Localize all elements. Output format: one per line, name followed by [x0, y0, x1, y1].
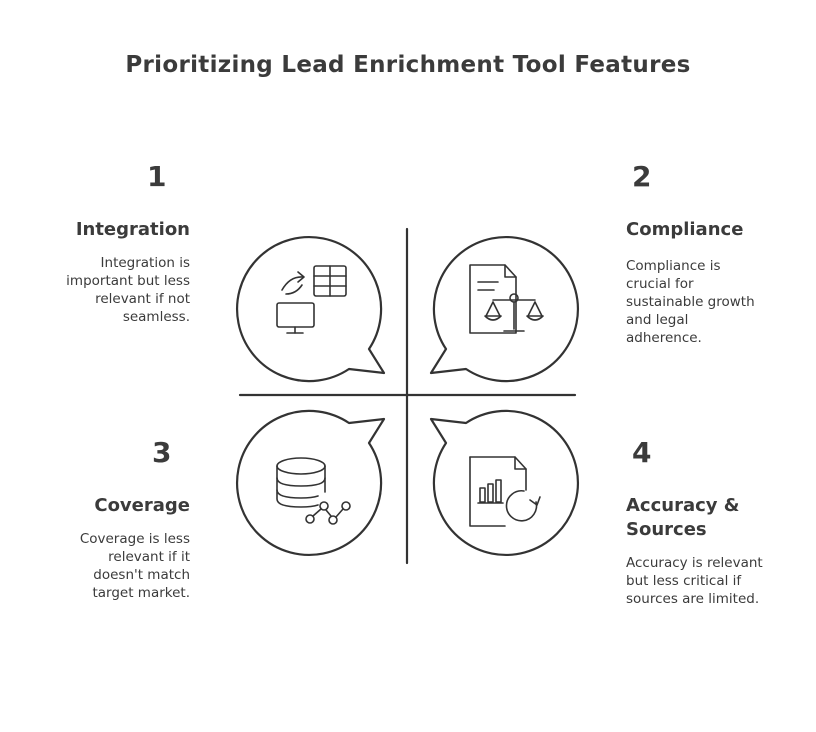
quadrant-2-heading: Compliance	[626, 219, 744, 240]
quadrant-1-number: 1	[147, 160, 167, 193]
quadrant-2-description: Compliance is crucial for sustainable gr…	[626, 258, 755, 346]
quadrant-3-description: Coverage is less relevant if it doesn't …	[79, 531, 190, 601]
quadrant-3-heading: Coverage	[94, 495, 190, 516]
quadrant-4-description: Accuracy is relevant but less critical i…	[626, 555, 763, 607]
speech-bubble-1	[235, 235, 386, 383]
page-title: Prioritizing Lead Enrichment Tool Featur…	[125, 52, 691, 78]
database-network-icon	[276, 457, 351, 525]
document-scales-icon	[469, 264, 544, 334]
quadrant-4-heading: Accuracy & Sources	[626, 495, 740, 540]
quadrant-3-number: 3	[152, 436, 172, 469]
sync-table-monitor-icon	[276, 265, 347, 334]
speech-bubble-4	[429, 409, 580, 557]
quadrant-4-number: 4	[632, 436, 652, 469]
quadrant-1-heading: Integration	[75, 219, 190, 240]
quadrant-1-description: Integration is important but less releva…	[66, 255, 190, 325]
report-refresh-icon	[469, 456, 541, 527]
speech-bubble-2	[429, 235, 580, 383]
quadrant-2-number: 2	[632, 160, 652, 193]
speech-bubble-3	[235, 409, 386, 557]
